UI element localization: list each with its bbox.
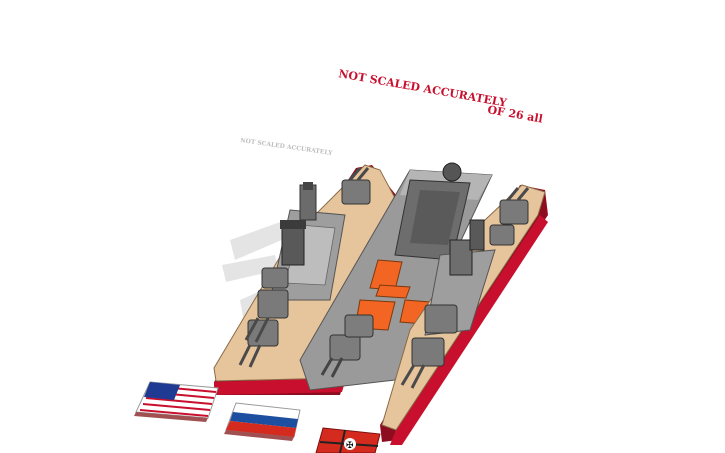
usa-flag xyxy=(134,381,219,422)
russia-flag xyxy=(224,402,301,441)
right-battleship[interactable] xyxy=(380,184,548,445)
center-battlecruiser[interactable] xyxy=(299,162,493,391)
title-text: NOT SCALED ACCURATELY OF 26 all xyxy=(337,67,543,125)
faint-caption: NOT SCALED ACCURATELY xyxy=(240,137,334,157)
emblem-glyph: ✠ xyxy=(346,441,354,451)
german-ensign-flag: ✠ xyxy=(315,427,381,453)
title-line-2: OF 26 all xyxy=(486,103,543,125)
title-line-1: NOT SCALED ACCURATELY xyxy=(337,67,507,109)
